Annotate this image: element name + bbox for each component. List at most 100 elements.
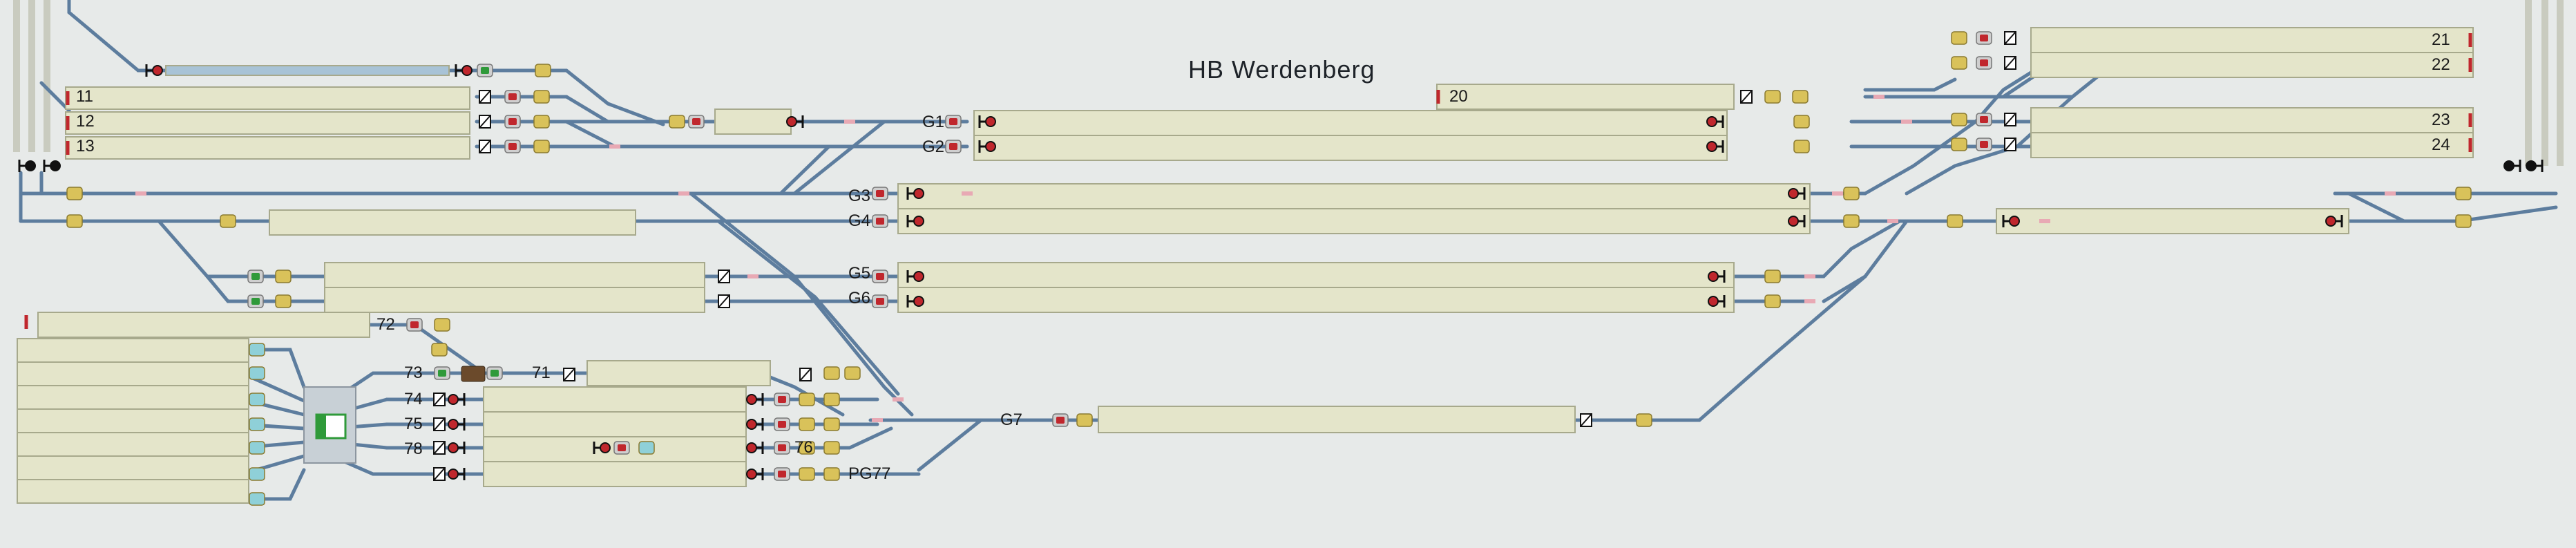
signal-g6-icon[interactable] — [906, 295, 924, 308]
track-block-g3[interactable] — [897, 183, 1811, 209]
route-button-g6-east[interactable] — [1764, 294, 1781, 308]
track-block-22[interactable] — [2030, 52, 2474, 78]
signal-left-2-icon[interactable] — [43, 160, 61, 172]
track-block-12[interactable] — [65, 111, 470, 135]
signal-bottom-east-1-icon[interactable] — [746, 418, 764, 431]
route-button-78-mid[interactable] — [638, 441, 655, 455]
track-block-upper-siding[interactable] — [165, 65, 450, 76]
route-button-12[interactable] — [533, 115, 550, 129]
fan-button-2[interactable] — [249, 366, 265, 380]
fan-button-1[interactable] — [249, 343, 265, 357]
track-block-g5[interactable] — [897, 262, 1735, 288]
track-block-g4[interactable] — [897, 208, 1811, 234]
route-button-bottom-1a[interactable] — [799, 417, 815, 431]
signal-bottom-0-icon[interactable] — [448, 393, 466, 406]
signal-g2-east-icon[interactable] — [1706, 140, 1724, 153]
route-button-main-a[interactable] — [66, 187, 83, 200]
signal-bottom-1-icon[interactable] — [448, 418, 466, 431]
track-block-24[interactable] — [2030, 132, 2474, 158]
signal-g6-east-icon[interactable] — [1708, 295, 1726, 308]
fan-track-6[interactable] — [17, 455, 249, 480]
signal-stub-icon[interactable] — [786, 115, 804, 128]
signal-bottom-east-0-icon[interactable] — [746, 393, 764, 406]
signal-left-1-icon[interactable] — [18, 160, 36, 172]
track-block-11[interactable] — [65, 86, 470, 110]
fan-track-1[interactable] — [17, 338, 249, 363]
route-button-g7[interactable] — [1076, 413, 1093, 427]
route-button-22a[interactable] — [1951, 56, 1967, 70]
route-button-71b[interactable] — [844, 366, 861, 380]
route-button-upper[interactable] — [535, 64, 551, 77]
track-block-g1[interactable] — [973, 110, 1728, 136]
fan-track-3[interactable] — [17, 385, 249, 410]
route-button-main-b[interactable] — [66, 214, 83, 228]
track-block-left-g5[interactable] — [324, 262, 705, 288]
route-button-g5-east[interactable] — [1764, 270, 1781, 283]
route-button-bottom-3a[interactable] — [799, 467, 815, 481]
route-button-71a[interactable] — [823, 366, 840, 380]
signal-g4-east-icon[interactable] — [1788, 215, 1806, 227]
route-button-bottom-3b[interactable] — [823, 467, 840, 481]
shunt-signal-11-icon[interactable] — [479, 90, 491, 104]
shunt-signal-bottom-2-icon[interactable] — [433, 441, 446, 455]
shunt-signal-bottom-1-icon[interactable] — [433, 417, 446, 431]
signal-g3-icon[interactable] — [906, 187, 924, 200]
shunt-signal-left-g6-icon[interactable] — [718, 294, 730, 308]
route-button-20a[interactable] — [1764, 90, 1781, 104]
track-block-stub-top[interactable] — [714, 108, 792, 135]
signal-g5-icon[interactable] — [906, 270, 924, 283]
shunt-signal-bottom-0-icon[interactable] — [433, 393, 446, 406]
shunt-signal-71b-icon[interactable] — [799, 368, 812, 381]
route-button-g3-east[interactable] — [1843, 187, 1860, 200]
signal-right-1-icon[interactable] — [2503, 160, 2521, 172]
signal-bottom-east-3-icon[interactable] — [746, 468, 764, 480]
signal-upper-right-icon[interactable] — [455, 64, 473, 77]
route-button-20b[interactable] — [1792, 90, 1809, 104]
shunt-signal-20-icon[interactable] — [1740, 90, 1753, 104]
route-button-72[interactable] — [434, 318, 450, 332]
shunt-signal-g7-icon[interactable] — [1580, 413, 1592, 427]
shunt-signal-23-icon[interactable] — [2004, 113, 2016, 126]
route-button-bottom-2a[interactable] — [799, 441, 815, 455]
fan-button-4[interactable] — [249, 417, 265, 431]
route-button-23a[interactable] — [1951, 113, 1967, 126]
signal-bottom-east-2-icon[interactable] — [746, 442, 764, 454]
track-block-g7[interactable] — [1098, 406, 1576, 433]
route-button-11[interactable] — [533, 90, 550, 104]
track-block-20[interactable] — [1436, 84, 1735, 110]
route-button-bottom-1b[interactable] — [823, 417, 840, 431]
shunt-signal-12-icon[interactable] — [479, 115, 491, 129]
signal-g1-icon[interactable] — [978, 115, 996, 128]
route-button-g4-east[interactable] — [1843, 214, 1860, 228]
signal-bottom-3-icon[interactable] — [448, 468, 466, 480]
route-button-g2-east[interactable] — [1793, 140, 1810, 153]
track-block-74[interactable] — [483, 386, 747, 413]
route-button-bottom-2b[interactable] — [823, 441, 840, 455]
track-block-72[interactable] — [37, 312, 370, 338]
fan-track-7[interactable] — [17, 479, 249, 504]
signal-right-main-east-icon[interactable] — [2325, 215, 2343, 227]
track-block-g2[interactable] — [973, 135, 1728, 161]
route-button-main-d[interactable] — [1947, 214, 1963, 228]
signal-right-main-icon[interactable] — [2002, 215, 2020, 227]
signal-78-mid-icon[interactable] — [593, 442, 611, 454]
track-block-21[interactable] — [2030, 27, 2474, 53]
track-block-g6[interactable] — [897, 287, 1735, 313]
fan-button-7[interactable] — [249, 492, 265, 506]
fan-button-5[interactable] — [249, 441, 265, 455]
signal-g5-east-icon[interactable] — [1708, 270, 1726, 283]
shunt-signal-71-icon[interactable] — [563, 368, 575, 381]
signal-g3-east-icon[interactable] — [1788, 187, 1806, 200]
shunt-signal-22-icon[interactable] — [2004, 56, 2016, 70]
fan-track-4[interactable] — [17, 408, 249, 433]
signal-bottom-2-icon[interactable] — [448, 442, 466, 454]
shunt-signal-bottom-3-icon[interactable] — [433, 467, 446, 481]
fan-track-2[interactable] — [17, 361, 249, 386]
route-button-left-g6[interactable] — [275, 294, 292, 308]
track-block-71[interactable] — [586, 360, 771, 386]
track-block-75[interactable] — [483, 411, 747, 437]
route-button-21a[interactable] — [1951, 31, 1967, 45]
route-button-bottom-0a[interactable] — [799, 393, 815, 406]
track-block-13[interactable] — [65, 136, 470, 160]
track-block-pg77[interactable] — [483, 461, 747, 487]
